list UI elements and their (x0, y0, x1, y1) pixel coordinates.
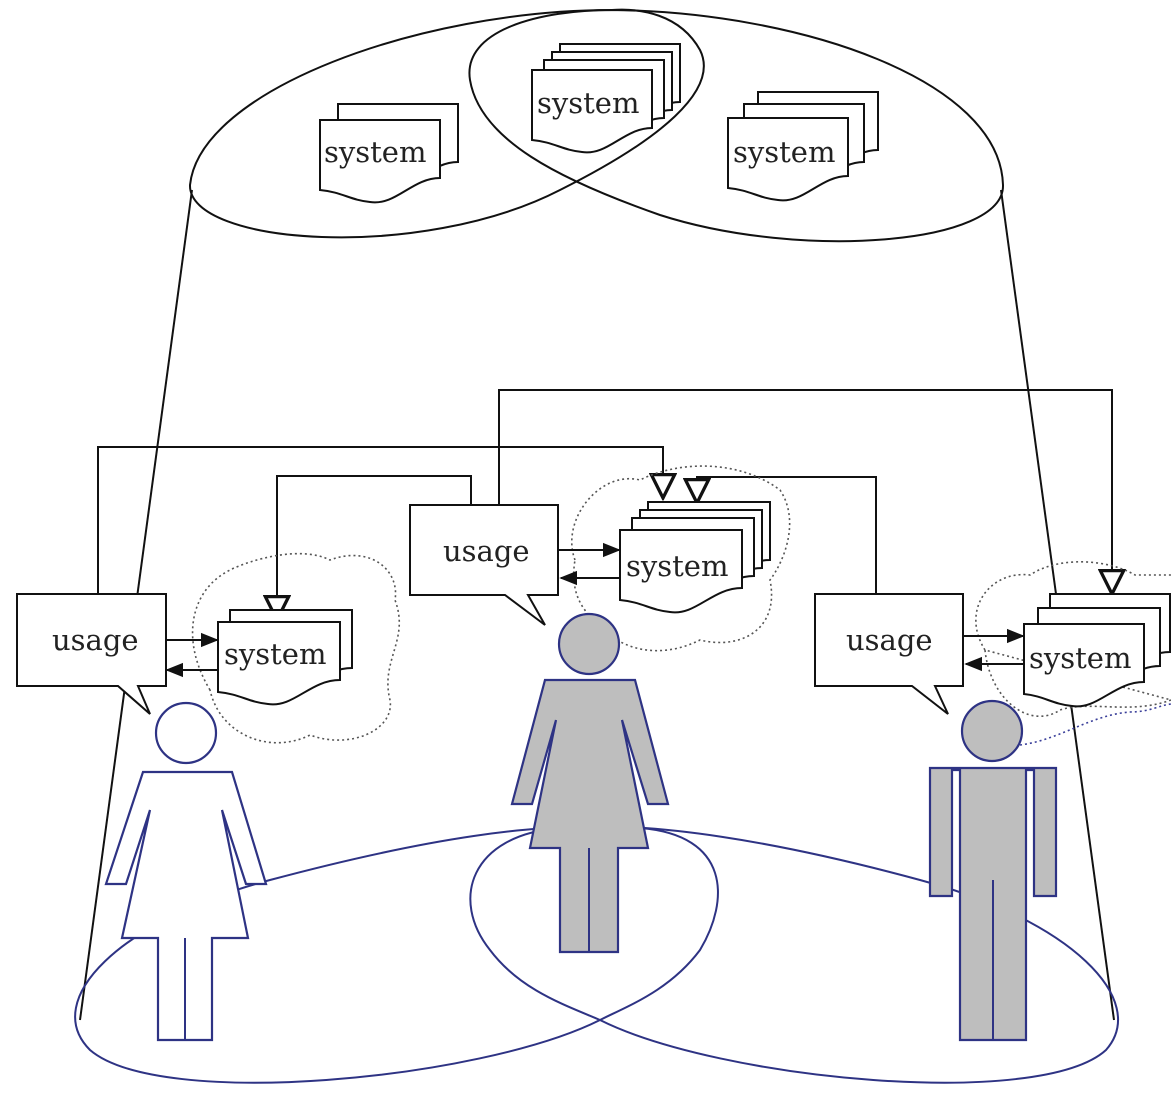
cloud-right-blue (1019, 703, 1171, 746)
link-left-usage-to-center-system (97, 446, 663, 596)
system-label-top-center: system (537, 86, 639, 120)
top-loop-left (188, 8, 705, 239)
bottom-people-cluster (74, 825, 1119, 1084)
system-doc-stack-top-right: system (727, 91, 879, 202)
link-center-usage-to-left-system (277, 475, 472, 620)
speech-bubble-left (16, 593, 167, 715)
bottom-loop-left (74, 825, 719, 1084)
system-label-left: system (224, 637, 326, 671)
system-label-right: system (1029, 641, 1131, 675)
usage-label-center: usage (443, 534, 530, 568)
cloud-right (975, 561, 1171, 717)
link-center-usage-to-right-system (498, 389, 1112, 594)
woman-figure-outline-icon (104, 701, 268, 1042)
speech-bubble-center (409, 504, 559, 626)
top-loop-right (468, 9, 1005, 243)
system-doc-stack-top-center: system (531, 43, 681, 154)
center-usage-group: usage system (409, 465, 791, 954)
top-system-cluster: system system system (188, 8, 1005, 243)
left-usage-group: usage system (16, 552, 401, 1042)
speech-bubble-right (814, 593, 964, 715)
man-figure-gray-icon (928, 699, 1058, 1042)
system-label-center: system (626, 549, 728, 583)
system-doc-top-left: system (319, 103, 459, 204)
usage-label-left: usage (52, 623, 139, 657)
system-label-top-left: system (324, 135, 426, 169)
system-label-top-right: system (733, 135, 835, 169)
usage-label-right: usage (846, 623, 933, 657)
right-usage-group: usage system (814, 561, 1171, 1042)
woman-figure-gray-icon (510, 612, 670, 954)
link-right-usage-to-center-system (697, 476, 877, 594)
bottom-loop-right (469, 825, 1119, 1084)
cloud-left (191, 552, 401, 744)
